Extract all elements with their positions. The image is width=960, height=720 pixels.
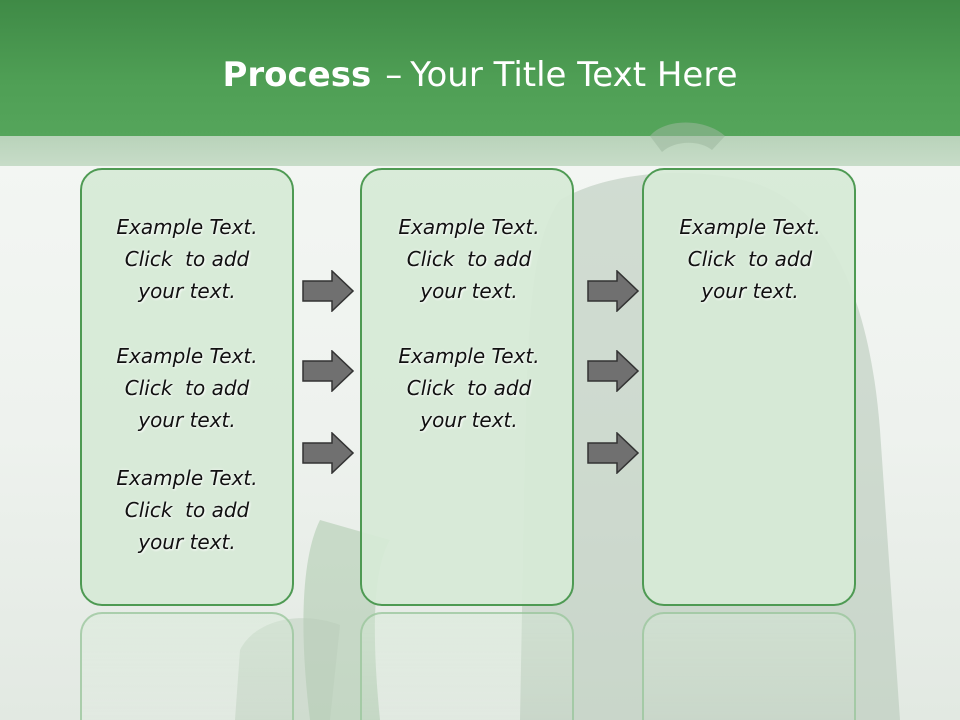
text-line: Example Text. <box>116 215 258 239</box>
text-line: your text. <box>138 408 236 432</box>
text-line: Click to add <box>124 498 250 522</box>
text-line: your text. <box>138 530 236 554</box>
right-arrow-icon <box>302 270 354 312</box>
text-block[interactable]: Example Text. Click to add your text. <box>362 211 576 307</box>
text-line: Example Text. <box>116 466 258 490</box>
title-separator: – <box>385 55 403 95</box>
title-rest-text: Your Title Text Here <box>410 55 738 95</box>
right-arrow-icon <box>587 270 639 312</box>
text-line: Click to add <box>406 376 532 400</box>
slide-title[interactable]: Process–Your Title Text Here <box>0 52 960 98</box>
text-line: Click to add <box>124 247 250 271</box>
right-arrow-icon <box>302 432 354 474</box>
header-bar <box>0 0 960 136</box>
text-line: Click to add <box>687 247 813 271</box>
text-line: your text. <box>701 279 799 303</box>
process-box-3[interactable] <box>642 168 856 606</box>
text-line: Example Text. <box>398 344 540 368</box>
right-arrow-icon <box>587 432 639 474</box>
text-line: Click to add <box>406 247 532 271</box>
text-line: your text. <box>138 279 236 303</box>
right-arrow-icon <box>587 350 639 392</box>
text-line: Example Text. <box>116 344 258 368</box>
box-reflection-2 <box>360 612 574 720</box>
text-block[interactable]: Example Text. Click to add your text. <box>80 462 294 558</box>
process-box-1[interactable] <box>80 168 294 606</box>
text-line: Click to add <box>124 376 250 400</box>
text-line: your text. <box>420 279 518 303</box>
header-strip <box>0 136 960 166</box>
text-line: your text. <box>420 408 518 432</box>
text-line: Example Text. <box>679 215 821 239</box>
title-bold-text: Process <box>222 55 372 95</box>
box-reflection-1 <box>80 612 294 720</box>
text-block[interactable]: Example Text. Click to add your text. <box>80 211 294 307</box>
text-block[interactable]: Example Text. Click to add your text. <box>362 340 576 436</box>
process-box-2[interactable] <box>360 168 574 606</box>
right-arrow-icon <box>302 350 354 392</box>
text-block[interactable]: Example Text. Click to add your text. <box>80 340 294 436</box>
text-block[interactable]: Example Text. Click to add your text. <box>643 211 857 307</box>
box-reflection-3 <box>642 612 856 720</box>
text-line: Example Text. <box>398 215 540 239</box>
